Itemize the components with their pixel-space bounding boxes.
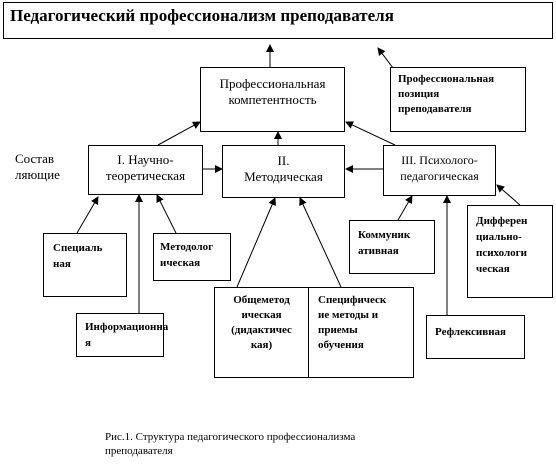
arrow-psych-to-competence	[345, 121, 396, 146]
methodical-box: II. Методическая	[222, 145, 345, 198]
differential-box: Дифферен циально- психологи ческая	[467, 205, 553, 298]
psych-line-1: III. Психолого-	[401, 153, 478, 167]
arrow-differential-to-psych	[496, 184, 521, 206]
differential-line-2: циально-	[476, 231, 522, 243]
competence-box: Профессиональная компетентность	[200, 67, 345, 132]
special-line-1: Специаль	[53, 242, 103, 254]
components-label-line-2: ляющие	[15, 167, 60, 182]
scientific-line-2: теоретическая	[105, 168, 186, 183]
communicative-line-2: ативная	[358, 245, 399, 257]
scientific-line-1: I. Научно-	[117, 152, 174, 167]
methodological-line-1: Методолог	[160, 241, 214, 253]
components-label: Состав ляющие	[15, 151, 60, 183]
caption: Рис.1. Структура педагогического професс…	[105, 430, 355, 458]
communicative-line-1: Коммуник	[358, 229, 411, 241]
specific-line-1: Специфическ	[318, 294, 387, 306]
arrow-special-to-scientific	[76, 196, 99, 234]
position-box: Профессиональная позиция преподавателя	[390, 67, 526, 132]
psych-line-2: педагогическая	[400, 169, 479, 183]
general-line-4: кая)	[250, 339, 273, 351]
caption-line-1: Рис.1. Структура педагогического професс…	[105, 431, 356, 443]
differential-line-1: Дифферен	[476, 215, 528, 227]
caption-line-2: преподавателя	[105, 445, 173, 457]
specific-methods-box: Специфическ ие методы и приемы обучения	[308, 287, 414, 378]
scientific-box: I. Научно- теоретическая	[88, 145, 203, 195]
competence-line-2: компетентность	[228, 92, 317, 107]
arrow-specific-to-methodical	[299, 197, 342, 288]
informational-line-2: я	[85, 337, 91, 349]
reflexive-label: Рефлексивная	[435, 326, 506, 338]
arrow-communicative-to-psych	[397, 195, 413, 221]
title-text: Педагогический профессионализм преподава…	[10, 6, 394, 25]
special-box: Специаль ная	[43, 233, 127, 297]
special-line-2: ная	[53, 258, 71, 270]
general-line-1: Общеметод	[233, 294, 290, 306]
methodical-line-1: II.	[277, 153, 290, 168]
arrow-position-to-title	[377, 47, 394, 69]
title-box: Педагогический профессионализм преподава…	[3, 2, 553, 39]
arrow-general-to-methodical	[236, 197, 276, 288]
arrow-methodological-to-scientific	[156, 194, 177, 234]
specific-line-2: ие методы и	[318, 309, 379, 321]
arrow-scientific-to-competence	[157, 121, 201, 146]
specific-line-4: обучения	[318, 339, 364, 351]
position-line-2: позиция	[398, 88, 440, 100]
differential-line-4: ческая	[476, 263, 510, 275]
informational-box: Информационна я	[76, 313, 169, 357]
specific-line-3: приемы	[318, 324, 358, 336]
position-line-1: Профессиональная	[398, 73, 495, 85]
competence-line-1: Профессиональная	[219, 76, 326, 91]
psych-box: III. Психолого- педагогическая	[383, 145, 496, 196]
communicative-box: Коммуник ативная	[349, 220, 435, 274]
methodical-line-2: Методическая	[244, 169, 323, 184]
informational-line-1: Информационна	[85, 321, 169, 333]
reflexive-box: Рефлексивная	[426, 315, 525, 359]
general-line-2: ическая	[241, 309, 282, 321]
general-methods-box: Общеметод ическая (дидактичес кая)	[214, 287, 309, 378]
methodological-box: Методолог ическая	[153, 233, 231, 281]
components-label-line-1: Состав	[15, 151, 55, 166]
differential-line-3: психологи	[476, 247, 527, 259]
general-line-3: (дидактичес	[231, 324, 292, 336]
methodological-line-2: ическая	[160, 257, 201, 269]
position-line-3: преподавателя	[398, 103, 472, 115]
